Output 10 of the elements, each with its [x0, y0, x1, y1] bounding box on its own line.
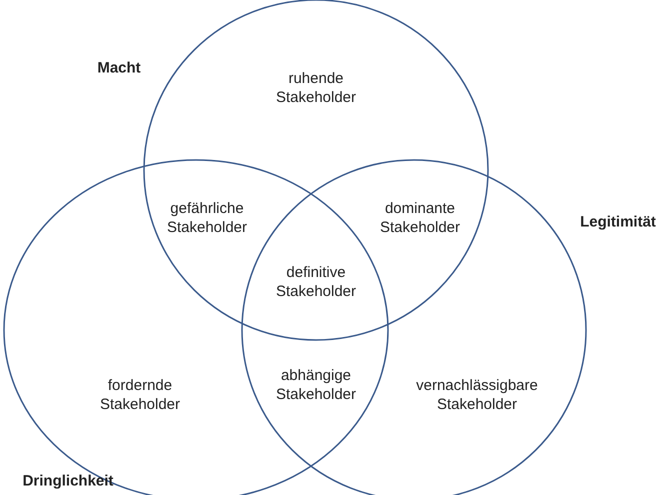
region-label: abhängige Stakeholder	[274, 366, 358, 404]
set-heading: Macht	[97, 58, 141, 78]
region-label: ruhende Stakeholder	[274, 69, 358, 107]
region-label: definitive Stakeholder	[274, 263, 358, 301]
region-label: gefährliche Stakeholder	[166, 199, 248, 237]
set-heading: Dringlichkeit	[22, 472, 114, 490]
region-label: vernachlässigbare Stakeholder	[415, 376, 539, 414]
region-label: dominante Stakeholder	[378, 199, 462, 237]
set-heading: Legitimität	[580, 212, 656, 232]
region-label: fordernde Stakeholder	[98, 376, 182, 414]
